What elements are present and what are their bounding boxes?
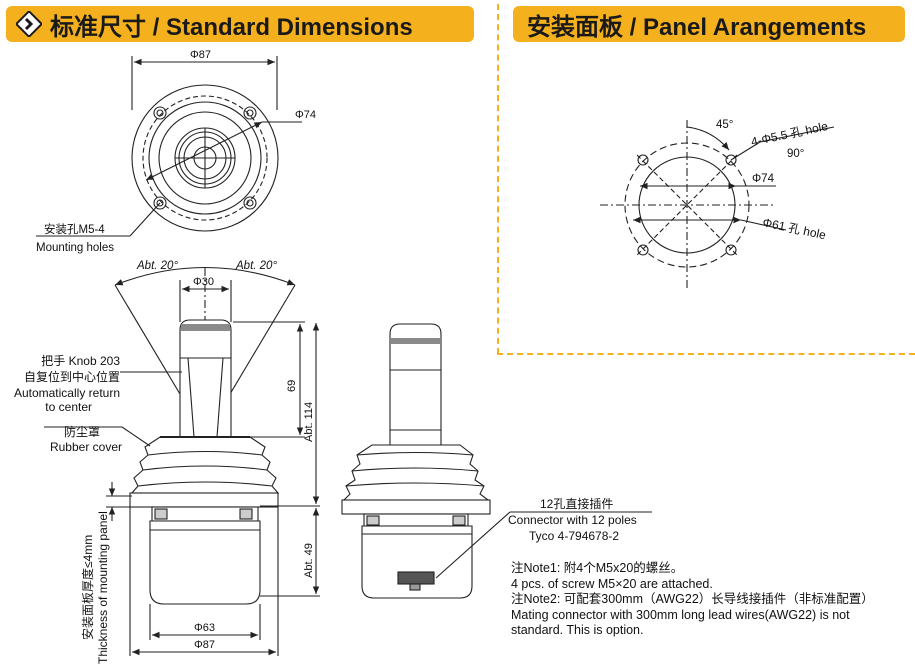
section-divider-vertical bbox=[497, 4, 499, 354]
label-return-en-2: to center bbox=[45, 400, 92, 414]
angle-left-label: Abt. 20° bbox=[136, 260, 178, 272]
label-return-cn: 自复位到中心位置 bbox=[24, 369, 120, 384]
note-2-cn: 注Note2: 可配套300mm（AWG22）长导线接插件（非标准配置） bbox=[511, 592, 874, 607]
header-right-title: 安装面板 / Panel Arangements bbox=[527, 13, 867, 41]
label-thickness-en: Thickness of mounting panel bbox=[96, 511, 110, 664]
outer-flange-circle bbox=[131, 84, 279, 232]
notes-block: 注Note1: 附4个M5x20的螺丝。 4 pcs. of screw M5×… bbox=[511, 561, 874, 639]
mounting-hole-group bbox=[153, 106, 257, 210]
top-view bbox=[36, 56, 302, 237]
label-connector-cn: 12孔直接插件 bbox=[540, 496, 613, 511]
panel-dia-74: Φ74 bbox=[752, 173, 775, 185]
panel-angle-45: 45° bbox=[716, 119, 733, 131]
header-left-title: 标准尺寸 / Standard Dimensions bbox=[50, 13, 413, 41]
label-connector-en: Connector with 12 poles bbox=[508, 513, 637, 527]
label-cover-en: Rubber cover bbox=[50, 440, 122, 454]
label-cover-cn: 防尘罩 bbox=[64, 424, 100, 439]
note-1-en: 4 pcs. of screw M5×20 are attached. bbox=[511, 576, 713, 591]
dim-69: 69 bbox=[286, 380, 298, 392]
panel-dia-61: Φ61 孔 hole bbox=[761, 215, 827, 242]
side-view bbox=[44, 266, 320, 656]
dim-knob-dia: Φ30 bbox=[193, 276, 214, 288]
header-panel-arrangements: 安装面板 / Panel Arangements bbox=[513, 6, 905, 42]
note-2-en-2: standard. This is option. bbox=[511, 623, 644, 638]
panel-holes-label: 4-Φ5.5 孔 hole bbox=[750, 119, 830, 149]
label-mount-cn: 安装孔M5-4 bbox=[44, 222, 105, 236]
section-divider-horizontal bbox=[497, 353, 915, 355]
note-2-en-1: Mating connector with 300mm long lead wi… bbox=[511, 607, 850, 622]
dim-top-pcd: Φ74 bbox=[295, 109, 316, 121]
diamond-arrow-icon bbox=[16, 11, 42, 37]
side-view-profile bbox=[341, 323, 652, 599]
header-standard-dimensions: 标准尺寸 / Standard Dimensions bbox=[6, 6, 474, 42]
label-return-en-1: Automatically return bbox=[14, 386, 120, 400]
dim-top-outer: Φ87 bbox=[190, 49, 211, 61]
label-mount-en: Mounting holes bbox=[36, 242, 114, 254]
angle-right-label: Abt. 20° bbox=[235, 260, 277, 272]
panel-angle-90: 90° bbox=[787, 148, 804, 160]
panel-hole-group bbox=[637, 154, 737, 256]
dim-63: Φ63 bbox=[194, 622, 215, 634]
note-1-cn: 注Note1: 附4个M5x20的螺丝。 bbox=[511, 561, 684, 575]
panel-arrangement bbox=[600, 120, 835, 290]
label-connector-part: Tyco 4-794678-2 bbox=[529, 529, 619, 543]
dim-114: Abt. 114 bbox=[303, 402, 315, 442]
label-thickness-cn: 安装面板厚度≤4mm bbox=[80, 535, 95, 640]
dim-49: Abt. 49 bbox=[303, 543, 315, 578]
dim-87-bottom: Φ87 bbox=[194, 639, 215, 651]
label-knob: 把手 Knob 203 bbox=[41, 354, 120, 368]
